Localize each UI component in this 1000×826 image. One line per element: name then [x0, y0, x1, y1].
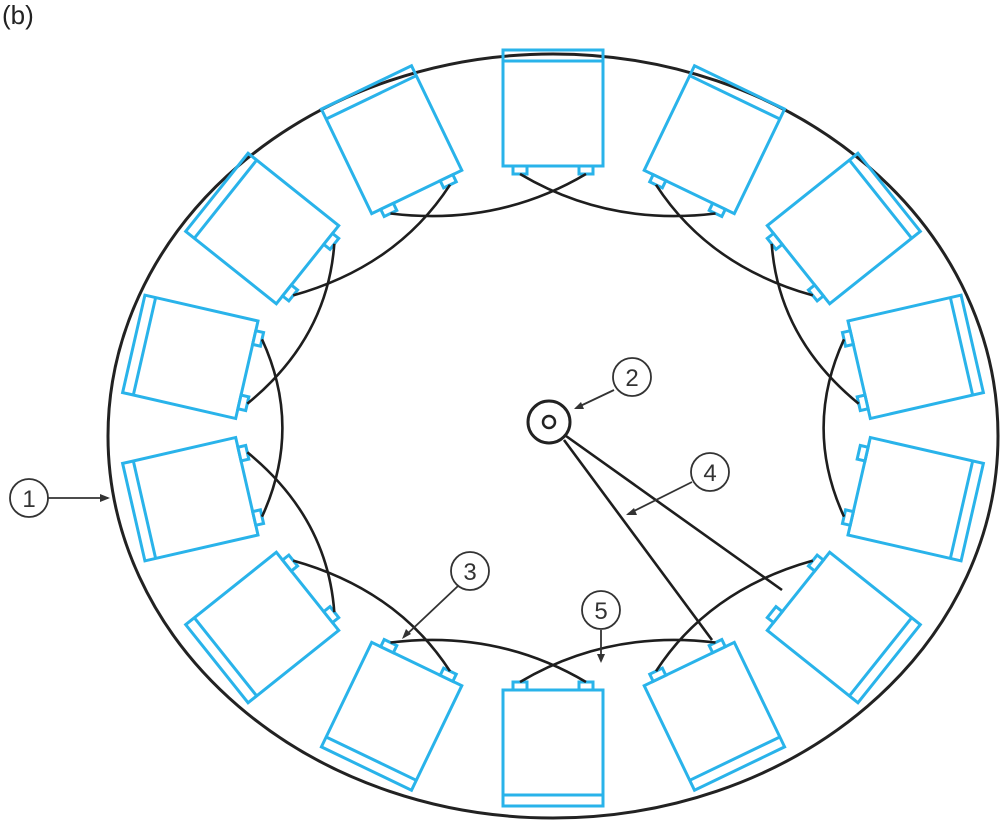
wire-10	[246, 451, 336, 613]
battery-11	[120, 435, 266, 563]
panel-label: (b)	[2, 0, 34, 30]
battery-1	[501, 48, 605, 176]
leader-1-arrow	[100, 494, 110, 502]
callout-5-text: 5	[594, 598, 607, 625]
battery-6	[765, 550, 923, 705]
battery-7	[642, 637, 787, 793]
battery-2	[642, 63, 787, 219]
callout-2: 2	[612, 357, 652, 397]
leader-4	[627, 481, 693, 515]
wire-2	[654, 184, 814, 297]
wire-4	[822, 338, 846, 518]
callout-4-text: 4	[703, 460, 716, 487]
wire-14	[390, 172, 587, 218]
leader-2-arrow	[574, 402, 584, 409]
leader-3	[403, 585, 459, 638]
battery-8	[501, 680, 605, 808]
wire-12	[246, 243, 336, 405]
battery-10	[183, 550, 341, 705]
leader-2	[575, 389, 615, 409]
interconnect-wires	[246, 172, 860, 684]
callout-2-text: 2	[625, 365, 638, 392]
wire-6	[654, 559, 814, 672]
callout-3-text: 3	[463, 559, 476, 586]
wire-9	[292, 559, 452, 672]
battery-3	[765, 151, 923, 306]
callout-1: 1	[9, 478, 49, 518]
battery-group	[120, 48, 986, 808]
wire-7	[519, 638, 716, 684]
battery-5	[840, 435, 986, 563]
callout-4: 4	[690, 452, 730, 492]
battery-14	[319, 63, 464, 219]
battery-9	[319, 637, 464, 793]
callout-1-text: 1	[22, 486, 35, 513]
battery-4	[840, 293, 986, 421]
callout-5: 5	[581, 590, 621, 630]
leader-5-arrow	[597, 654, 605, 663]
wire-8	[390, 638, 587, 684]
leader-3-arrow	[402, 629, 411, 639]
wire-1	[519, 172, 716, 218]
wire-13	[292, 184, 452, 297]
wire-3	[770, 243, 860, 405]
main-lead-right	[565, 434, 783, 592]
wire-11	[260, 338, 284, 518]
central-terminal	[526, 399, 572, 445]
leader-4-arrow	[626, 508, 637, 515]
main-lead-left	[562, 439, 714, 641]
battery-12	[120, 293, 266, 421]
container-outline	[106, 52, 1000, 820]
callout-3: 3	[450, 551, 490, 591]
